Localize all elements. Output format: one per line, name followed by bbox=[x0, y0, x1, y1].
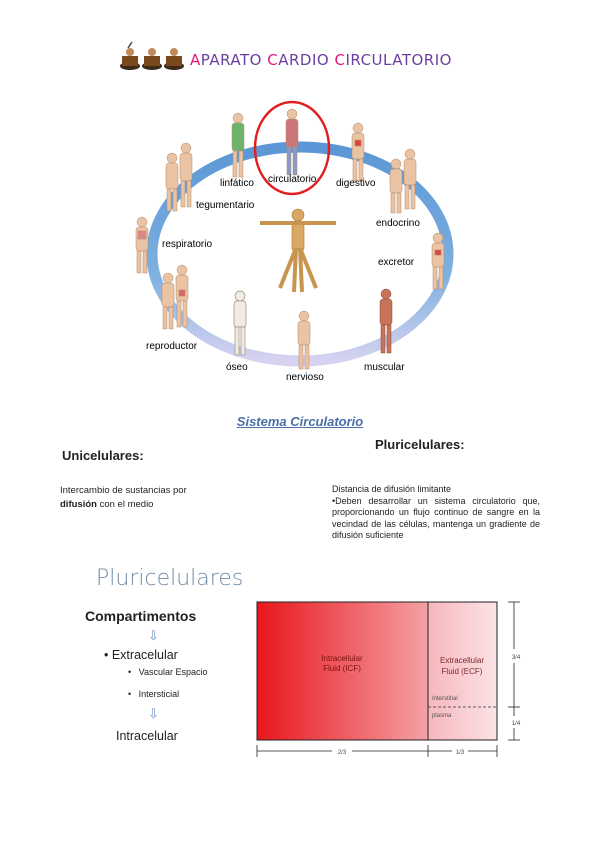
cauldron-icon bbox=[142, 48, 162, 70]
title-part: C bbox=[334, 51, 346, 69]
vascular-item: • Vascular Espacio bbox=[128, 667, 208, 677]
label-circulatorio: circulatorio bbox=[268, 174, 317, 185]
interstitial-label: Interstitial bbox=[432, 696, 458, 702]
label-excretor: excretor bbox=[378, 257, 415, 268]
human-figure-integumentary bbox=[165, 142, 193, 212]
uni-text-2: con el medio bbox=[96, 499, 154, 510]
pluricelulares-description: Distancia de difusión limitante •Deben d… bbox=[332, 484, 540, 542]
pluricelulares-title: Pluricelulares bbox=[96, 566, 244, 591]
icf-label-1: Intracellular bbox=[321, 654, 363, 663]
human-figure-lymphatic bbox=[231, 112, 245, 178]
icf-region bbox=[256, 601, 429, 741]
fraction-bottom: 1/4 bbox=[512, 721, 521, 727]
title-part: PARATO bbox=[200, 51, 268, 69]
intersticial-label: Intersticial bbox=[138, 689, 180, 699]
label-nervioso: nervioso bbox=[286, 372, 324, 383]
section-title: Sistema Circulatorio bbox=[236, 414, 364, 429]
human-figure-skeletal bbox=[233, 290, 247, 356]
body-systems-diagram: linfático circulatorio digestivo tegumen… bbox=[135, 100, 454, 383]
fraction-top: 3/4 bbox=[512, 655, 521, 661]
label-oseo: óseo bbox=[226, 362, 248, 373]
title-part: ARDIO bbox=[278, 51, 335, 69]
fraction-icf: 2/3 bbox=[338, 750, 347, 756]
page-title: APARATO CARDIO CIRCULATORIO bbox=[190, 51, 452, 69]
human-figure-respiratory bbox=[135, 216, 149, 274]
human-figure-nervous bbox=[297, 310, 311, 370]
human-figure-reproductive bbox=[161, 264, 189, 330]
vascular-label: Vascular Espacio bbox=[138, 667, 208, 677]
compartimentos-heading: Compartimentos bbox=[85, 608, 197, 624]
label-endocrino: endocrino bbox=[376, 218, 420, 229]
human-figure-excretory bbox=[431, 232, 445, 290]
label-linfatico: linfático bbox=[220, 178, 254, 189]
label-digestivo: digestivo bbox=[336, 178, 376, 189]
bullet: • bbox=[128, 689, 132, 699]
plasma-label: plasma bbox=[432, 713, 452, 719]
label-reproductor: reproductor bbox=[146, 341, 198, 352]
human-figure-muscular bbox=[379, 288, 393, 354]
title-part: IRCULATORIO bbox=[345, 51, 452, 69]
human-figure-endocrine bbox=[389, 148, 417, 214]
title-part: A bbox=[190, 51, 201, 69]
pluri-line-1: Distancia de difusión limitante bbox=[332, 484, 452, 494]
fluid-compartments-diagram: Intracellular Fluid (ICF) Extracellular … bbox=[256, 601, 523, 757]
circulatory-highlight-circle bbox=[253, 100, 331, 196]
uni-text-bold: difusión bbox=[60, 499, 97, 510]
cauldron-icon bbox=[164, 48, 184, 70]
unicelulares-heading: Unicelulares: bbox=[62, 448, 144, 463]
vitruvian-man-figure bbox=[260, 208, 336, 293]
pluricelulares-heading: Pluricelulares: bbox=[375, 437, 465, 452]
pluri-paragraph: •Deben desarrollar un sistema circulator… bbox=[332, 495, 540, 541]
intracelular-item: Intracelular bbox=[116, 729, 178, 743]
human-figure-digestive bbox=[351, 122, 365, 182]
human-figure-circulatory bbox=[285, 108, 299, 176]
label-muscular: muscular bbox=[364, 362, 405, 373]
header-decoration-icons bbox=[120, 41, 184, 70]
icf-label-2: Fluid (ICF) bbox=[323, 664, 361, 673]
label-tegumentario: tegumentario bbox=[196, 200, 255, 211]
ecf-label-2: Fluid (ECF) bbox=[442, 667, 483, 676]
cauldron-icon bbox=[120, 41, 140, 70]
label-respiratorio: respiratorio bbox=[162, 239, 212, 250]
bullet: • bbox=[128, 667, 132, 677]
title-part: C bbox=[267, 51, 279, 69]
ecf-region bbox=[427, 601, 498, 741]
down-arrow-icon: ⇩ bbox=[148, 706, 159, 721]
fraction-ecf: 1/3 bbox=[456, 750, 465, 756]
intersticial-item: • Intersticial bbox=[128, 689, 179, 699]
ecf-label-1: Extracellular bbox=[440, 656, 484, 665]
extracelular-item: • Extracelular bbox=[104, 648, 178, 662]
unicelulares-description: Intercambio de sustancias por difusión c… bbox=[60, 484, 270, 512]
uni-text-1: Intercambio de sustancias por bbox=[60, 485, 187, 496]
down-arrow-icon: ⇩ bbox=[148, 628, 159, 643]
